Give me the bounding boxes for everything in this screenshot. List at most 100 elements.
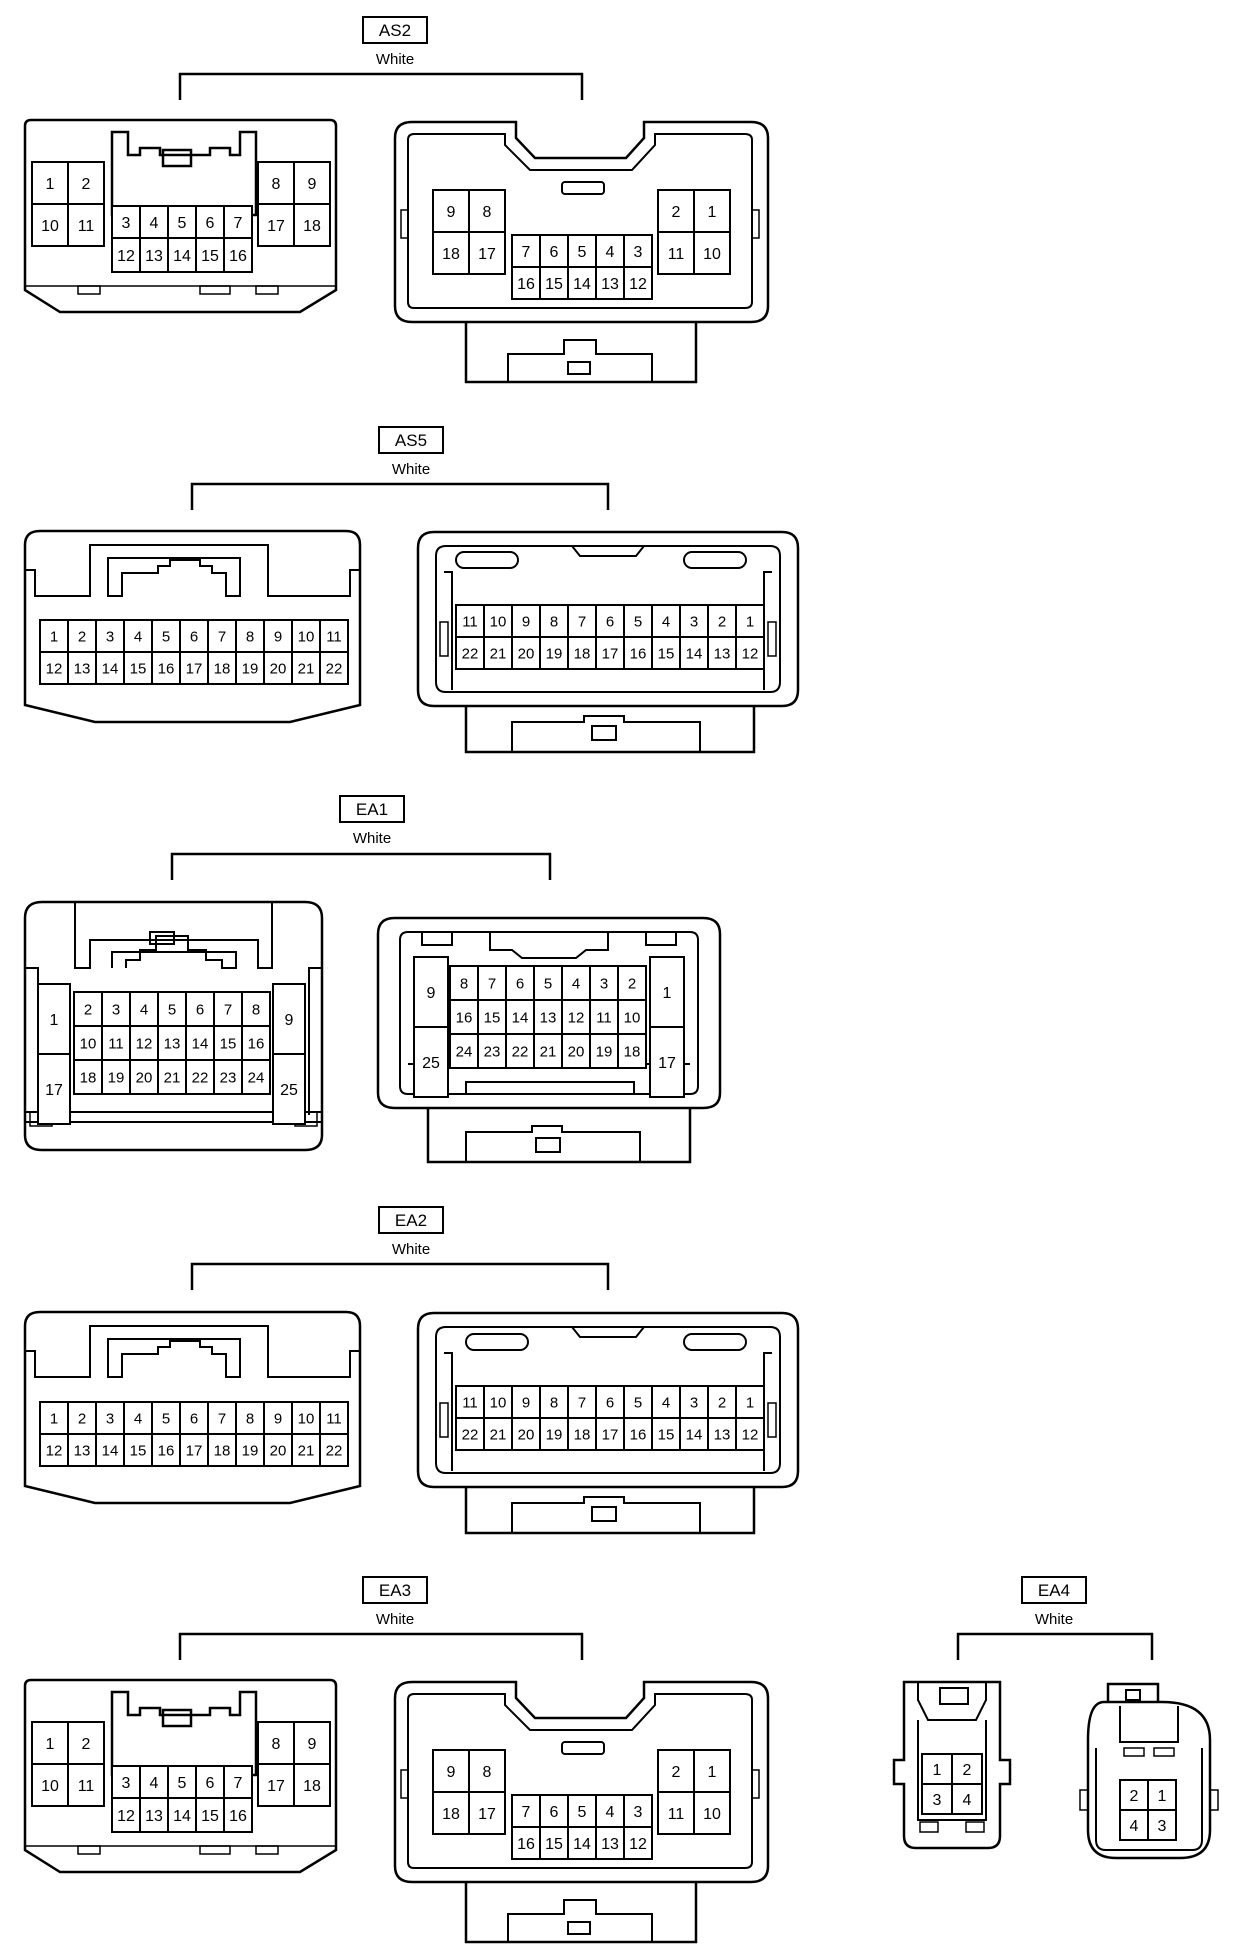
pin-number: 4 [150, 1775, 159, 1792]
pin-number: 14 [173, 1808, 191, 1825]
pin-number: 2 [82, 1736, 91, 1753]
pin-cell [477, 999, 507, 1035]
pin-number: 7 [522, 1804, 531, 1821]
pin-cell [617, 999, 647, 1035]
pin-number: 19 [242, 1442, 259, 1459]
pin-number: 1 [50, 628, 58, 645]
pin-number: 21 [164, 1069, 181, 1086]
connector-as2-label-box [362, 16, 428, 44]
pin-number: 8 [550, 613, 558, 630]
pin-number: 3 [106, 628, 114, 645]
pin-number: 15 [201, 248, 219, 265]
pin-cell [123, 651, 153, 685]
pin-cell [73, 991, 103, 1027]
pin-number: 14 [173, 248, 191, 265]
connector-ea2-color: White [392, 1241, 430, 1258]
pin-number: 4 [1130, 1818, 1139, 1835]
pin-number: 18 [303, 1778, 321, 1795]
pin-number: 10 [298, 628, 315, 645]
pin-number: 1 [1158, 1788, 1167, 1805]
pin-number: 7 [218, 1410, 226, 1427]
pin-number: 3 [933, 1792, 942, 1809]
pin-number: 7 [578, 1394, 586, 1411]
pin-number: 2 [1130, 1788, 1139, 1805]
pin-number: 14 [573, 1836, 591, 1853]
pin-number: 11 [462, 1394, 478, 1411]
pin-number: 8 [483, 204, 492, 221]
pin-cell [693, 231, 731, 275]
pin-cell [129, 1025, 159, 1061]
pin-cell [185, 1025, 215, 1061]
connector-ea3-bracket [178, 1632, 584, 1660]
pin-number: 12 [568, 1009, 585, 1026]
pin-number: 3 [122, 1775, 131, 1792]
pin-cell [257, 203, 295, 247]
pin-number: 8 [252, 1001, 260, 1018]
pin-number: 25 [280, 1082, 298, 1099]
pin-number: 9 [308, 1736, 317, 1753]
connector-as5-label-box [378, 426, 444, 454]
pin-cell [449, 999, 479, 1035]
pin-number: 11 [668, 1806, 685, 1823]
pin-number: 6 [190, 1410, 198, 1427]
pin-number: 23 [484, 1043, 501, 1060]
pin-cell [67, 1763, 105, 1807]
pin-number: 7 [488, 975, 496, 992]
pin-number: 18 [442, 246, 460, 263]
pin-number: 9 [447, 1764, 456, 1781]
pin-number: 16 [456, 1009, 473, 1026]
pin-number: 7 [224, 1001, 232, 1018]
pin-cell [413, 1026, 449, 1098]
pin-number: 9 [427, 985, 436, 1002]
pin-cell [617, 1033, 647, 1069]
pin-number: 16 [630, 645, 647, 662]
pin-cell [561, 999, 591, 1035]
pin-cell [483, 1385, 513, 1419]
connector-ea3-color: White [376, 1611, 414, 1628]
pin-cell [293, 203, 331, 247]
pin-cell [511, 234, 541, 268]
pin-number: 1 [746, 613, 754, 630]
pin-number: 10 [41, 1778, 59, 1795]
connector-as5-left-housing [23, 529, 362, 724]
pin-cell [157, 1059, 187, 1095]
pin-cell [595, 1417, 625, 1451]
pin-cell [207, 1401, 237, 1435]
pin-number: 18 [574, 1426, 591, 1443]
connector-ea4-color: White [1035, 1611, 1073, 1628]
pin-number: 15 [658, 645, 675, 662]
pin-number: 1 [663, 985, 672, 1002]
pin-cell [213, 991, 243, 1027]
pin-number: 13 [164, 1035, 181, 1052]
pin-number: 4 [134, 628, 142, 645]
pin-number: 4 [606, 244, 615, 261]
pin-number: 10 [41, 218, 59, 235]
pin-cell [539, 1385, 569, 1419]
pin-number: 6 [206, 215, 215, 232]
pin-number: 7 [522, 244, 531, 261]
pin-number: 17 [478, 1806, 496, 1823]
pin-number: 5 [544, 975, 552, 992]
pin-cell [657, 189, 695, 233]
connector-ea3: EA3 White [23, 1576, 770, 1944]
pin-number: 2 [718, 613, 726, 630]
pin-cell [293, 161, 331, 205]
pin-number: 4 [572, 975, 580, 992]
pin-number: 11 [326, 1410, 342, 1427]
pin-number: 14 [573, 276, 591, 293]
connector-ea3-left-housing [23, 1678, 338, 1874]
pin-number: 19 [546, 1426, 563, 1443]
pin-number: 11 [668, 246, 685, 263]
pin-cell [257, 161, 295, 205]
pin-number: 16 [517, 276, 535, 293]
pin-cell [539, 1826, 569, 1860]
pin-cell [921, 1783, 953, 1815]
pin-number: 1 [50, 1410, 58, 1427]
pin-number: 12 [117, 248, 135, 265]
pin-number: 10 [703, 1806, 721, 1823]
pin-number: 5 [168, 1001, 176, 1018]
pin-number: 4 [963, 1792, 972, 1809]
pin-cell [623, 1417, 653, 1451]
